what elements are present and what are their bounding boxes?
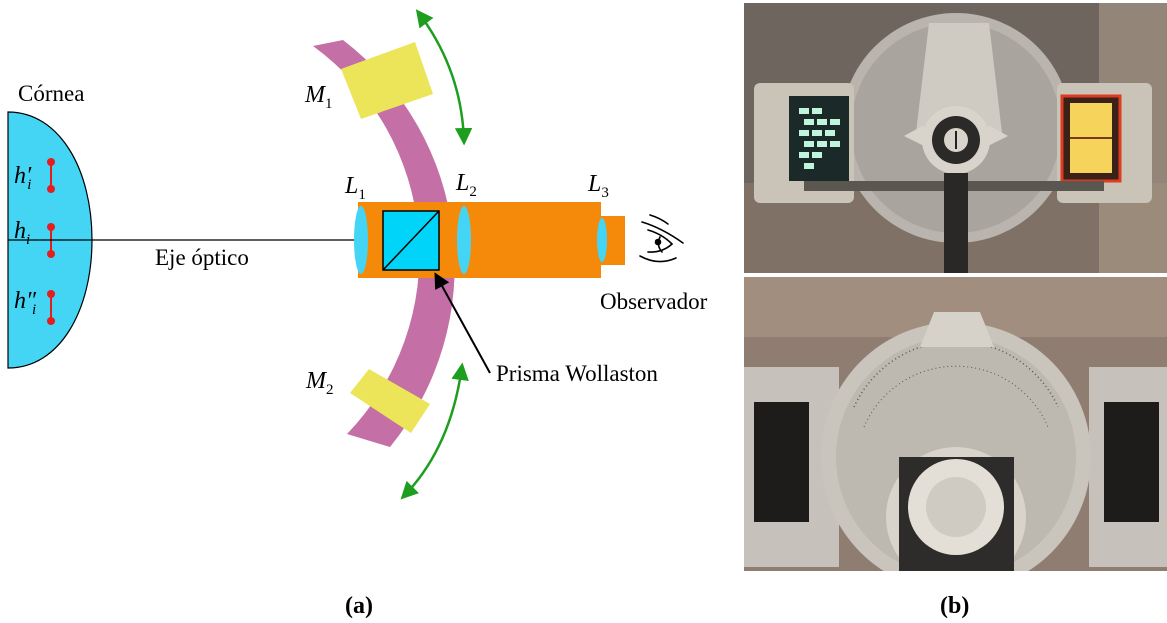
prism-diagonal <box>382 210 440 271</box>
mirror-m1 <box>341 42 433 119</box>
optical-axis-label: Eje óptico <box>155 245 249 270</box>
cornea-label: Córnea <box>18 81 84 106</box>
image-h <box>47 223 55 258</box>
l2-label: L2 <box>455 170 477 200</box>
m1-label: M1 <box>304 82 333 112</box>
h-prime-label: h′i <box>14 163 32 193</box>
lens-l1 <box>354 206 368 274</box>
prism-label: Prisma Wollaston <box>496 361 658 386</box>
l1-label: L1 <box>344 173 366 203</box>
keratometer-front-illustration <box>744 3 1167 273</box>
rotation-arrow-bottom <box>400 362 469 500</box>
lens-l3 <box>597 218 607 262</box>
observer-label: Observador <box>600 289 708 314</box>
h-double-prime-label: h″i <box>14 288 37 318</box>
caption-a: (a) <box>345 593 373 619</box>
keratometer-protractor-illustration <box>744 277 1167 571</box>
lens-l2 <box>457 206 471 274</box>
m2-label: M2 <box>305 368 334 398</box>
image-h-prime <box>47 158 55 193</box>
prism-pointer-arrow <box>434 272 491 374</box>
rotation-arrow-top <box>415 9 473 146</box>
caption-b: (b) <box>940 593 969 619</box>
image-h-double-prime <box>47 290 55 325</box>
eye-icon <box>639 214 684 263</box>
keratometer-protractor-photo <box>744 277 1167 571</box>
keratometer-front-photo <box>744 3 1167 273</box>
l3-label: L3 <box>587 171 609 201</box>
